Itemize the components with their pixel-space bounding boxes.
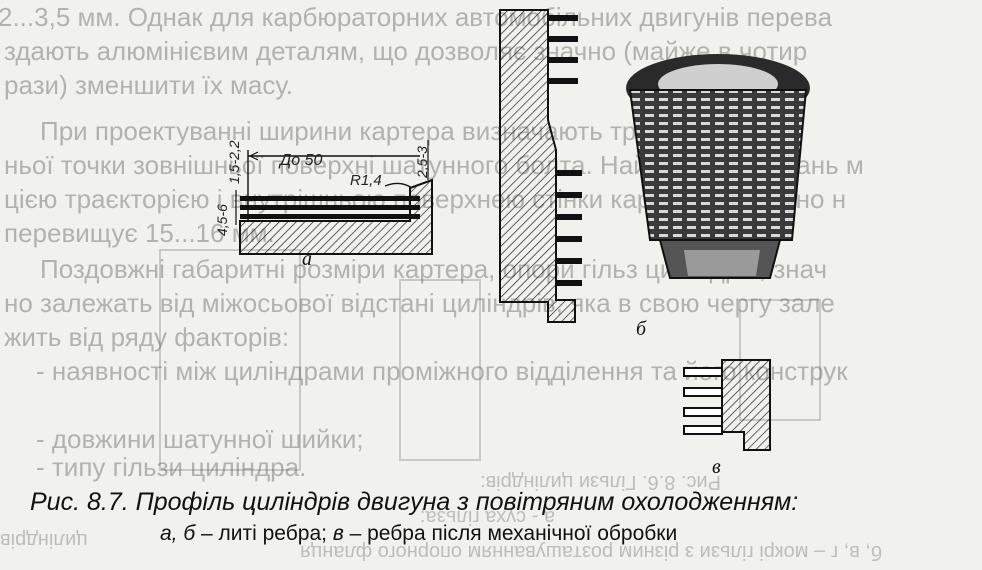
caption-text-ab: – литі ребра; <box>195 522 333 545</box>
figure-caption-legend: а, б – литі ребра; в – ребра після механ… <box>160 522 677 546</box>
cylinder-photo <box>626 54 810 279</box>
bg-line: но залежать від міжосьової відстані цилі… <box>4 288 835 318</box>
bg-line: - типу гільзи циліндра. <box>36 452 307 482</box>
caption-text-v: – ребра після механічної обробки <box>343 522 678 545</box>
bg-line: перевищує 15...16 мм. <box>4 218 275 248</box>
caption-key-ab: а, б <box>160 522 196 545</box>
bg-line: - довжини шатунної шийки; <box>36 424 364 454</box>
dimension-label: R1,4 <box>350 172 382 189</box>
bg-line: жить від ряду факторів: <box>4 322 290 352</box>
fin-profile-v <box>683 359 771 451</box>
figure-caption: Рис. 8.7. Профіль циліндрів двигуна з по… <box>30 488 799 516</box>
fin-profile-b <box>499 9 582 323</box>
figure-label-v: в <box>712 456 721 478</box>
bg-line: 2...3,5 мм. Однак для карбюраторних авто… <box>0 2 833 32</box>
caption-key-v: в <box>332 522 344 545</box>
figure-label-a: а <box>302 248 312 270</box>
figure-label-b: б <box>636 318 647 340</box>
dimension-label: 2,5-3 <box>414 146 430 178</box>
fin-profile-a <box>235 140 433 255</box>
dimension-label: 4,5-6 <box>214 204 230 236</box>
dimension-label: До 50 <box>280 152 323 169</box>
bg-line: рази) зменшити їх масу. <box>4 70 294 100</box>
dimension-label: 1,5-2,2 <box>226 140 242 184</box>
